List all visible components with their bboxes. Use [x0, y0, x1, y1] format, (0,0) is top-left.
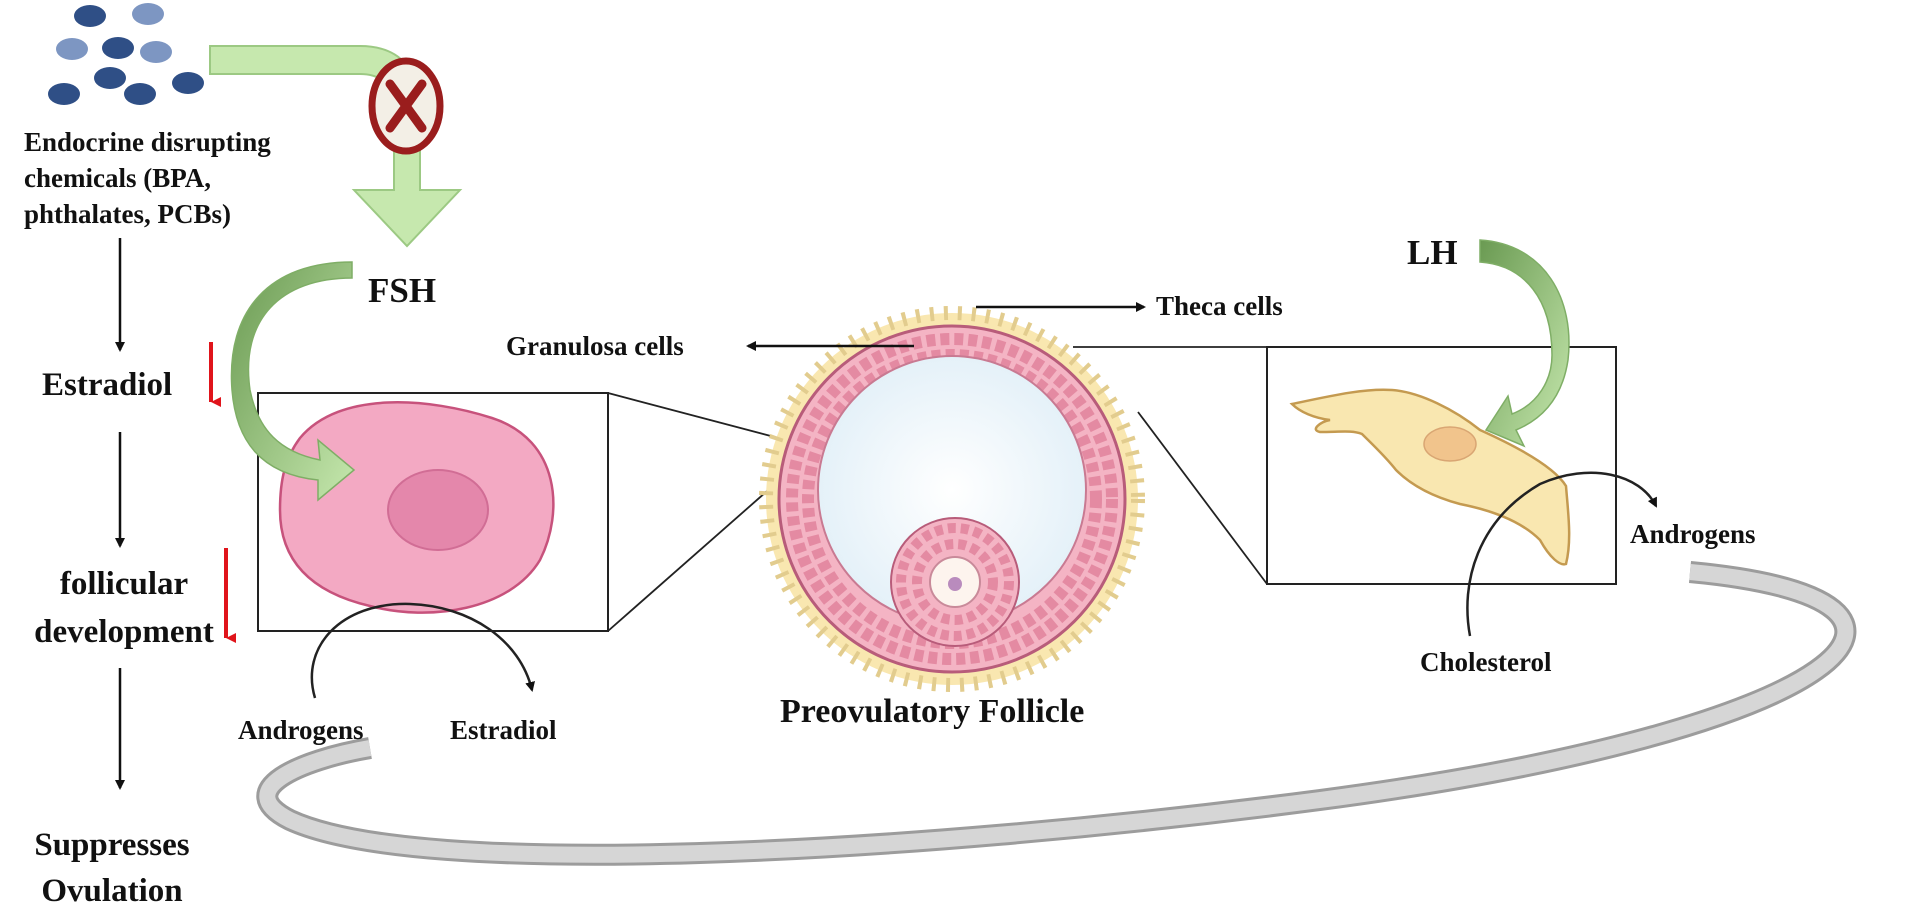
block-x-icon	[368, 57, 444, 155]
fsh-label: FSH	[368, 271, 437, 310]
preovulatory-follicle-icon	[759, 306, 1145, 692]
theca-product-label: Androgens	[1630, 519, 1756, 549]
theca-nucleus-icon	[1423, 426, 1477, 462]
pathway-follicular-development: follicular development	[34, 566, 214, 650]
lh-label: LH	[1407, 233, 1458, 272]
fsh-arrow	[230, 261, 356, 502]
theca-substrate-label: Cholesterol	[1420, 647, 1552, 677]
pathway-outcome: Suppresses Ovulation	[34, 827, 190, 909]
edc-particles-icon	[48, 3, 204, 105]
androgen-transfer-arrow	[256, 561, 1857, 866]
pathway-estradiol: Estradiol	[42, 367, 173, 403]
granulosa-product-label: Estradiol	[450, 715, 557, 745]
granulosa-substrate-label: Androgens	[238, 715, 364, 745]
theca-cell-icon	[1289, 388, 1571, 566]
theca-cells-label: Theca cells	[1156, 291, 1283, 321]
granulosa-cells-label: Granulosa cells	[506, 331, 684, 361]
lh-arrow	[1479, 239, 1570, 448]
granulosa-nucleus-icon	[387, 469, 489, 551]
theca-conversion-arrow	[1466, 471, 1658, 637]
granulosa-conversion-arrow	[310, 602, 535, 699]
follicle-title: Preovulatory Follicle	[780, 693, 1085, 730]
theca-zoom-lines	[1073, 346, 1268, 585]
edc-label: Endocrine disrupting chemicals (BPA, pht…	[24, 127, 271, 229]
